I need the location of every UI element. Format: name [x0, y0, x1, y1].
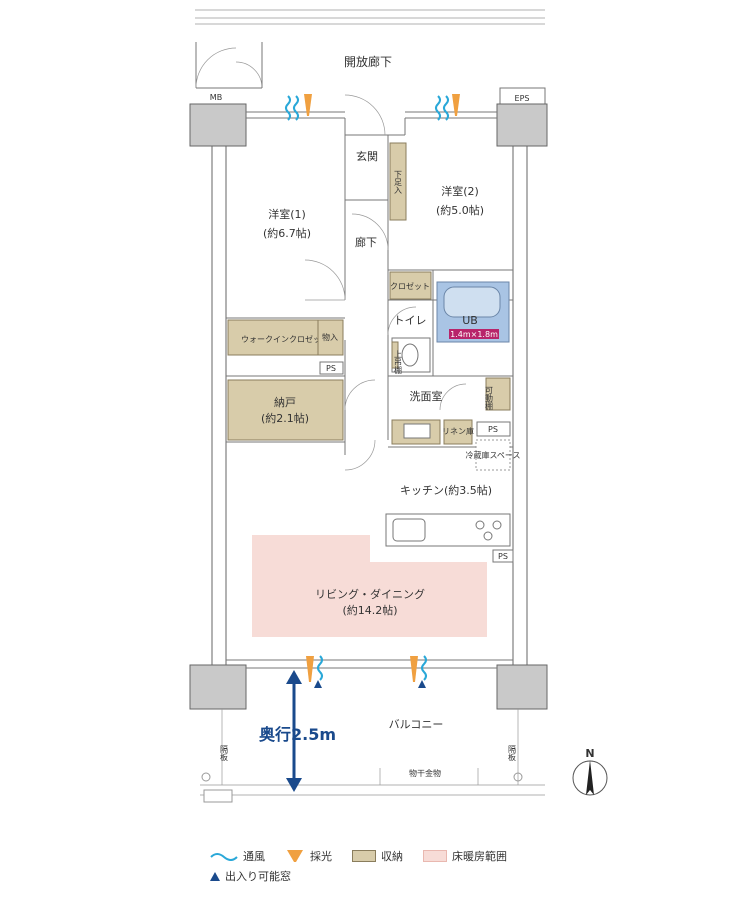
legend-storage: 収納 [352, 848, 403, 864]
storage-closet-label: 物入 [322, 332, 338, 342]
walkin-closet-label: ウォークインクロゼット [241, 334, 329, 344]
column-bottom-left [189, 664, 247, 710]
western-room-1-size: (約6.7帖) [263, 226, 311, 240]
legend: 通風 採光 収納 床暖房範囲 出入り可能窓 [210, 846, 550, 886]
balcony-outline [200, 709, 545, 803]
window-markers [285, 94, 460, 688]
nando-room [227, 379, 344, 441]
entrance-label: 玄関 [356, 149, 378, 163]
kitchen-sink [392, 518, 426, 542]
legend-door-window: 出入り可能窓 [210, 868, 291, 884]
ps-label-3: PS [498, 552, 508, 561]
eps-label: EPS [515, 94, 530, 103]
toilet-bowl [401, 343, 419, 367]
partition-left-label: 隔板 [220, 745, 229, 762]
ps-box-1 [319, 361, 344, 375]
movable-shelf [485, 377, 511, 411]
ps-label-1: PS [326, 364, 336, 373]
kitchen-label: キッチン(約3.5帖) [400, 483, 492, 497]
door-window-triangle-icon [210, 871, 220, 881]
legend-door-window-label: 出入り可能窓 [225, 870, 291, 883]
daylight-icon [287, 850, 303, 862]
north-label: N [585, 747, 594, 760]
stove-burner-3 [483, 531, 493, 541]
partition-right-label: 隔板 [508, 745, 517, 762]
legend-heating-label: 床暖房範囲 [452, 850, 507, 863]
ventilation-icon [210, 853, 238, 861]
corridor-railing [195, 9, 545, 25]
linen-storage [443, 419, 473, 445]
corridor-label: 開放廊下 [344, 54, 392, 69]
interior-walls [226, 118, 513, 455]
linen-label: リネン庫 [442, 426, 474, 436]
fridge-space [475, 439, 511, 471]
mb-label: MB [210, 93, 222, 102]
shoe-storage [389, 142, 407, 221]
floor-heating-area [252, 535, 487, 637]
exterior-walls [211, 111, 528, 669]
washroom-label: 洗面室 [410, 389, 443, 403]
storage-swatch [352, 850, 376, 862]
legend-daylight-label: 採光 [310, 850, 332, 863]
western-room-2-size: (約5.0帖) [436, 203, 484, 217]
depth-arrow [286, 670, 302, 792]
closet-label: クロゼット [390, 281, 430, 291]
movable-shelf-label: 可動棚 [485, 386, 494, 411]
legend-ventilation-label: 通風 [243, 850, 265, 863]
column-bottom-right [496, 664, 548, 710]
legend-storage-label: 収納 [381, 850, 403, 863]
wash-basin [403, 423, 431, 439]
living-dining-name: リビング・ダイニング [315, 587, 425, 601]
western-room-1-name: 洋室(1) [268, 207, 306, 221]
living-dining-size: (約14.2帖) [342, 603, 397, 617]
depth-label: 奥行2.5m [259, 725, 336, 744]
nando-size: (約2.1帖) [261, 411, 309, 425]
toilet-label: トイレ [394, 314, 427, 327]
ps-label-2: PS [488, 425, 498, 434]
legend-row-2: 出入り可能窓 [210, 866, 550, 886]
upper-shelf-label: 上吊棚 [394, 350, 403, 375]
ub-size-label: 1.4m×1.8m [450, 330, 498, 339]
stove-burner-1 [475, 520, 485, 530]
mb-doors [195, 42, 263, 89]
balcony-label: バルコニー [389, 718, 444, 731]
closet [389, 271, 432, 300]
nando-name: 納戸 [274, 396, 296, 409]
legend-heating: 床暖房範囲 [423, 848, 507, 864]
hallway-label: 廊下 [355, 235, 377, 249]
legend-row-1: 通風 採光 収納 床暖房範囲 [210, 846, 550, 866]
column-top-right [496, 103, 548, 147]
column-top-left [189, 103, 247, 147]
western-room-2-name: 洋室(2) [441, 184, 479, 198]
ps-box-2 [476, 421, 511, 437]
storage-closet [317, 319, 344, 356]
toilet-upper-shelf [391, 341, 399, 369]
ub-size-badge [449, 329, 499, 339]
ps-box-3 [492, 549, 514, 563]
heating-swatch [423, 850, 447, 862]
legend-ventilation: 通風 [210, 848, 265, 864]
stove-burner-2 [492, 520, 502, 530]
drying-label: 物干金物 [409, 768, 441, 778]
fridge-label: 冷蔵庫スペース [465, 450, 520, 460]
shoe-storage-label: 下足入 [394, 170, 403, 194]
ub-label: UB [462, 314, 478, 327]
legend-daylight: 採光 [285, 848, 332, 864]
door-swings [304, 94, 467, 471]
bathtub [443, 286, 501, 318]
north-compass [572, 760, 608, 796]
